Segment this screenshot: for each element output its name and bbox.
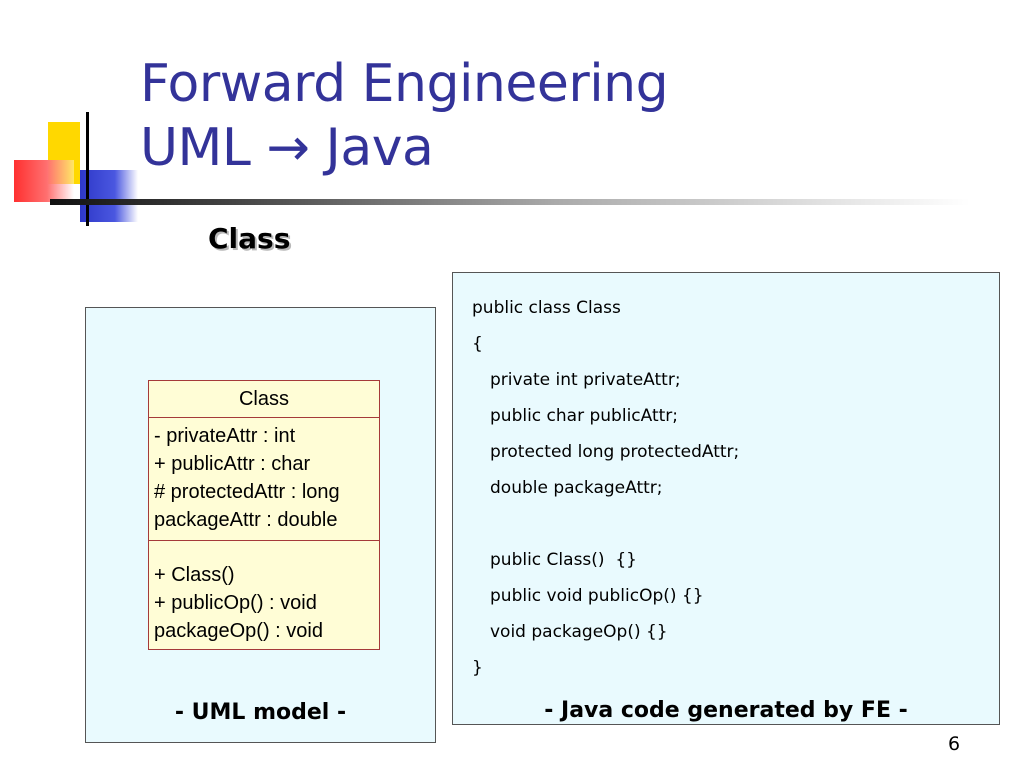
uml-attribute: - privateAttr : int: [154, 425, 296, 447]
code-line: public Class() {}: [490, 550, 637, 570]
code-line: public class Class: [472, 298, 621, 318]
decor-red-square: [14, 160, 74, 202]
uml-class-name: Class: [149, 381, 379, 418]
code-line-blank: [472, 511, 739, 547]
title-underline: [50, 199, 970, 205]
uml-attribute: packageAttr : double: [154, 509, 338, 531]
uml-operation: + publicOp() : void: [154, 592, 317, 614]
code-line: double packageAttr;: [490, 478, 663, 498]
java-code-panel: public class Class { private int private…: [452, 272, 1000, 725]
decor-vertical-line: [86, 112, 89, 226]
uml-class-box: Class - privateAttr : int + publicAttr :…: [148, 380, 380, 650]
code-line: protected long protectedAttr;: [490, 442, 740, 462]
java-code-block: public class Class { private int private…: [472, 295, 739, 691]
page-number: 6: [948, 733, 961, 755]
uml-model-caption: - UML model -: [174, 700, 347, 725]
code-line: void packageOp() {}: [490, 622, 668, 642]
uml-operations-compartment: + Class() + publicOp() : void packageOp(…: [149, 541, 379, 649]
uml-attributes-compartment: - privateAttr : int + publicAttr : char …: [149, 418, 379, 541]
uml-operation: packageOp() : void: [154, 620, 323, 642]
uml-model-panel: Class - privateAttr : int + publicAttr :…: [85, 307, 436, 743]
uml-operation: + Class(): [154, 564, 235, 586]
code-line: private int privateAttr;: [490, 370, 681, 390]
code-line: {: [472, 334, 483, 354]
slide-title-line-1: Forward Engineering: [140, 54, 669, 114]
slide-title: Forward Engineering UML → Java: [140, 52, 669, 180]
code-line: }: [472, 658, 483, 678]
code-line: public char publicAttr;: [490, 406, 679, 426]
decor-blue-square: [80, 170, 138, 222]
section-heading: Class: [208, 222, 291, 255]
uml-attribute: + publicAttr : char: [154, 453, 311, 475]
slide-title-line-2: UML → Java: [140, 118, 434, 178]
java-code-caption: - Java code generated by FE -: [544, 698, 908, 723]
code-line: public void publicOp() {}: [490, 586, 704, 606]
uml-attribute: # protectedAttr : long: [154, 481, 340, 503]
